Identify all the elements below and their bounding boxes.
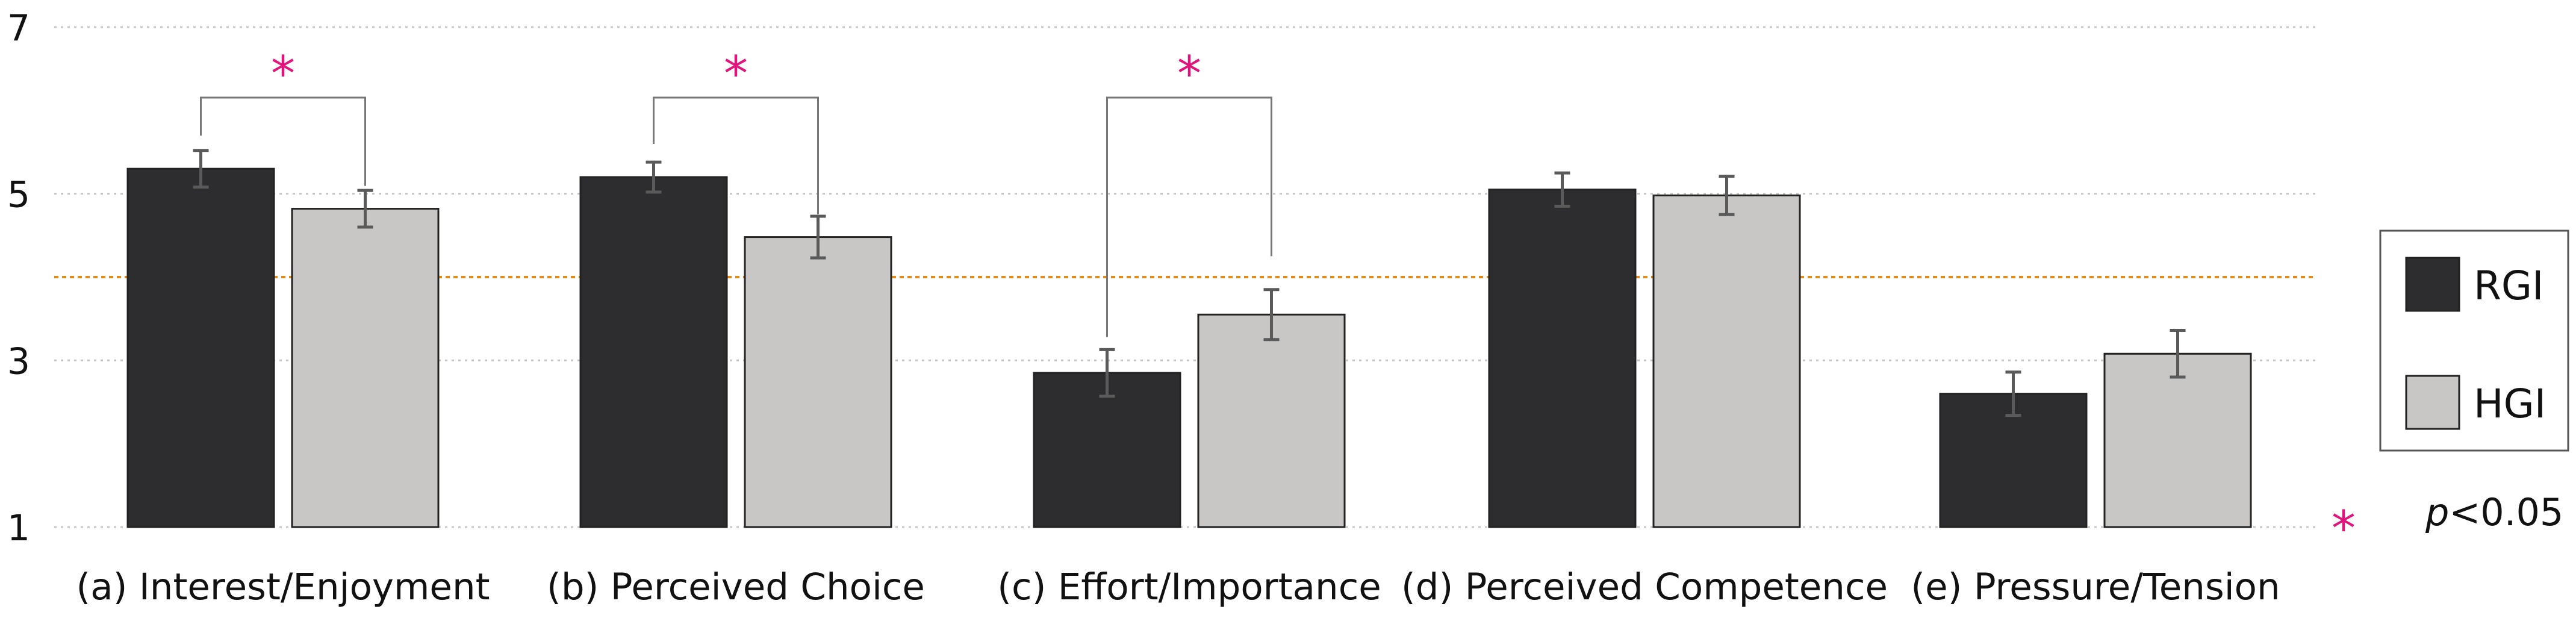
significance-legend-threshold: <0.05 [2449,490,2563,534]
bar-hgi [1197,313,1346,528]
significance-legend-star: * [2332,501,2356,557]
legend-swatch-hgi [2405,375,2460,430]
bar-hgi [1652,194,1801,528]
x-category-label: (e) Pressure/Tension [1911,566,2280,608]
bars-group [126,167,2252,528]
error-bars-group [193,149,2186,417]
significance-legend-p: p [2425,490,2449,534]
significance-bracket [1106,96,1272,337]
y-tick-label: 3 [7,340,30,382]
significance-legend-text: p<0.05 [2425,490,2563,534]
significance-legend: * p<0.05 [2332,490,2563,557]
bar-hgi [2103,352,2252,528]
x-category-label: (a) Interest/Enjoyment [76,566,490,608]
y-axis-ticks: 1 3 5 7 [7,7,30,549]
legend-label-hgi: HGI [2474,381,2546,427]
legend-label-rgi: RGI [2474,263,2543,309]
significance-bracket [200,96,366,186]
bar-rgi [579,176,728,528]
x-category-label: (d) Perceived Competence [1401,566,1888,608]
significance-bracket [653,96,819,214]
bar-hgi [744,236,892,528]
bar-hgi [291,208,440,528]
x-axis-categories: (a) Interest/Enjoyment (b) Perceived Choi… [76,566,2280,608]
bar-rgi [1488,189,1637,528]
significance-star: * [1177,46,1201,102]
y-tick-label: 1 [7,507,30,549]
significance-brackets: * * * [200,46,1272,337]
significance-star: * [724,46,748,102]
x-category-label: (c) Effort/Importance [997,566,1381,608]
x-category-label: (b) Perceived Choice [547,566,925,608]
legend-swatch-rgi [2405,257,2460,312]
bar-rgi [126,167,275,528]
significance-star: * [271,46,295,102]
y-tick-label: 7 [7,7,30,49]
y-tick-label: 5 [7,174,30,216]
legend: RGI HGI [2379,229,2569,452]
